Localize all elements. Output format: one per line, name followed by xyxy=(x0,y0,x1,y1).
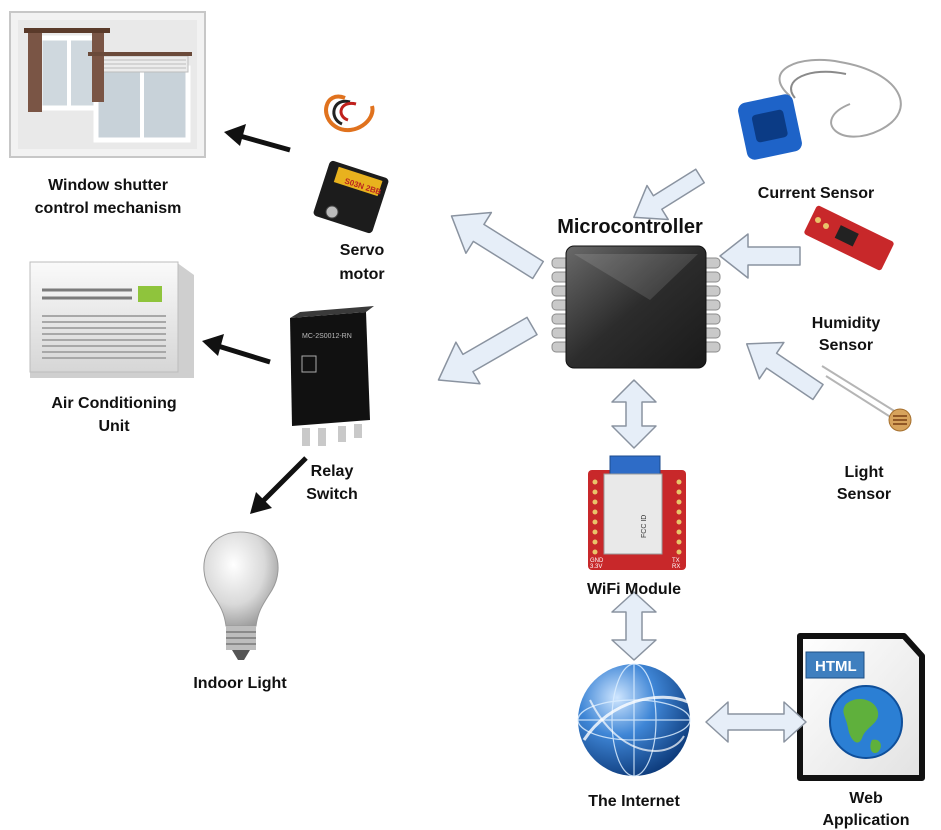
internet-label: The Internet xyxy=(588,793,680,810)
web-application-image: HTML xyxy=(797,633,925,781)
arrows-block xyxy=(437,168,824,743)
html-badge-text: HTML xyxy=(815,658,857,675)
arrow-current-to-mcu xyxy=(633,168,705,221)
arrow-mcu-wifi xyxy=(611,379,657,449)
servo-motor-label-1: Servo xyxy=(340,242,385,259)
light-sensor-image xyxy=(821,365,912,432)
indoor-light-label: Indoor Light xyxy=(193,675,287,692)
wifi-pin-gnd: GND xyxy=(590,558,604,564)
humidity-sensor-label-2: Sensor xyxy=(819,337,873,354)
air-conditioning-label-1: Air Conditioning xyxy=(51,395,176,412)
wifi-chip-text: FCC ID xyxy=(641,515,648,538)
window-shutter-label-1: Window shutter xyxy=(48,177,168,194)
wifi-module-image: FCC ID GND 3.3V TX RX xyxy=(588,455,686,570)
web-application-label-2: Application xyxy=(822,812,909,829)
window-shutter-image xyxy=(9,11,206,158)
arrow-humidity-to-mcu xyxy=(719,233,801,279)
relay-switch-label-2: Switch xyxy=(306,486,358,503)
light-sensor-label-1: Light xyxy=(844,464,884,481)
arrow-relay-to-light xyxy=(260,456,308,504)
current-sensor-label: Current Sensor xyxy=(758,185,874,202)
relay-switch-label-1: Relay xyxy=(311,463,354,480)
relay-switch-image: MC-2S0012-RN xyxy=(290,306,374,446)
wifi-module-label: WiFi Module xyxy=(587,581,681,598)
humidity-sensor-label-1: Humidity xyxy=(812,315,881,332)
microcontroller-label: Microcontroller xyxy=(557,216,703,238)
internet-globe-image xyxy=(577,663,691,777)
arrow-mcu-to-relay xyxy=(437,316,538,385)
air-conditioning-label-2: Unit xyxy=(98,418,130,435)
air-conditioning-image xyxy=(29,261,194,378)
light-sensor-label-2: Sensor xyxy=(837,486,891,503)
arrow-servo-to-window xyxy=(239,133,291,153)
arrow-relay-to-ac xyxy=(217,343,271,365)
arrow-mcu-to-servo xyxy=(450,211,545,280)
servo-motor-image: S03N 2BB xyxy=(313,94,389,234)
wifi-pin-tx: TX xyxy=(672,558,680,564)
microcontroller-chip-image xyxy=(551,245,721,369)
web-application-label-1: Web xyxy=(849,790,883,807)
current-sensor-image xyxy=(738,58,902,160)
relay-label-code: MC-2S0012-RN xyxy=(302,333,352,340)
arrow-wifi-internet xyxy=(611,591,657,661)
arrow-internet-webapp xyxy=(705,701,807,743)
window-shutter-label-2: control mechanism xyxy=(35,200,182,217)
humidity-sensor-image xyxy=(804,205,894,271)
light-bulb-image xyxy=(203,531,279,660)
servo-motor-label-2: motor xyxy=(339,266,384,283)
wifi-pin-33v: 3.3V xyxy=(590,564,602,570)
arrow-light-to-mcu xyxy=(745,341,824,401)
arrows-black xyxy=(202,124,308,514)
wifi-pin-rx: RX xyxy=(672,564,680,570)
